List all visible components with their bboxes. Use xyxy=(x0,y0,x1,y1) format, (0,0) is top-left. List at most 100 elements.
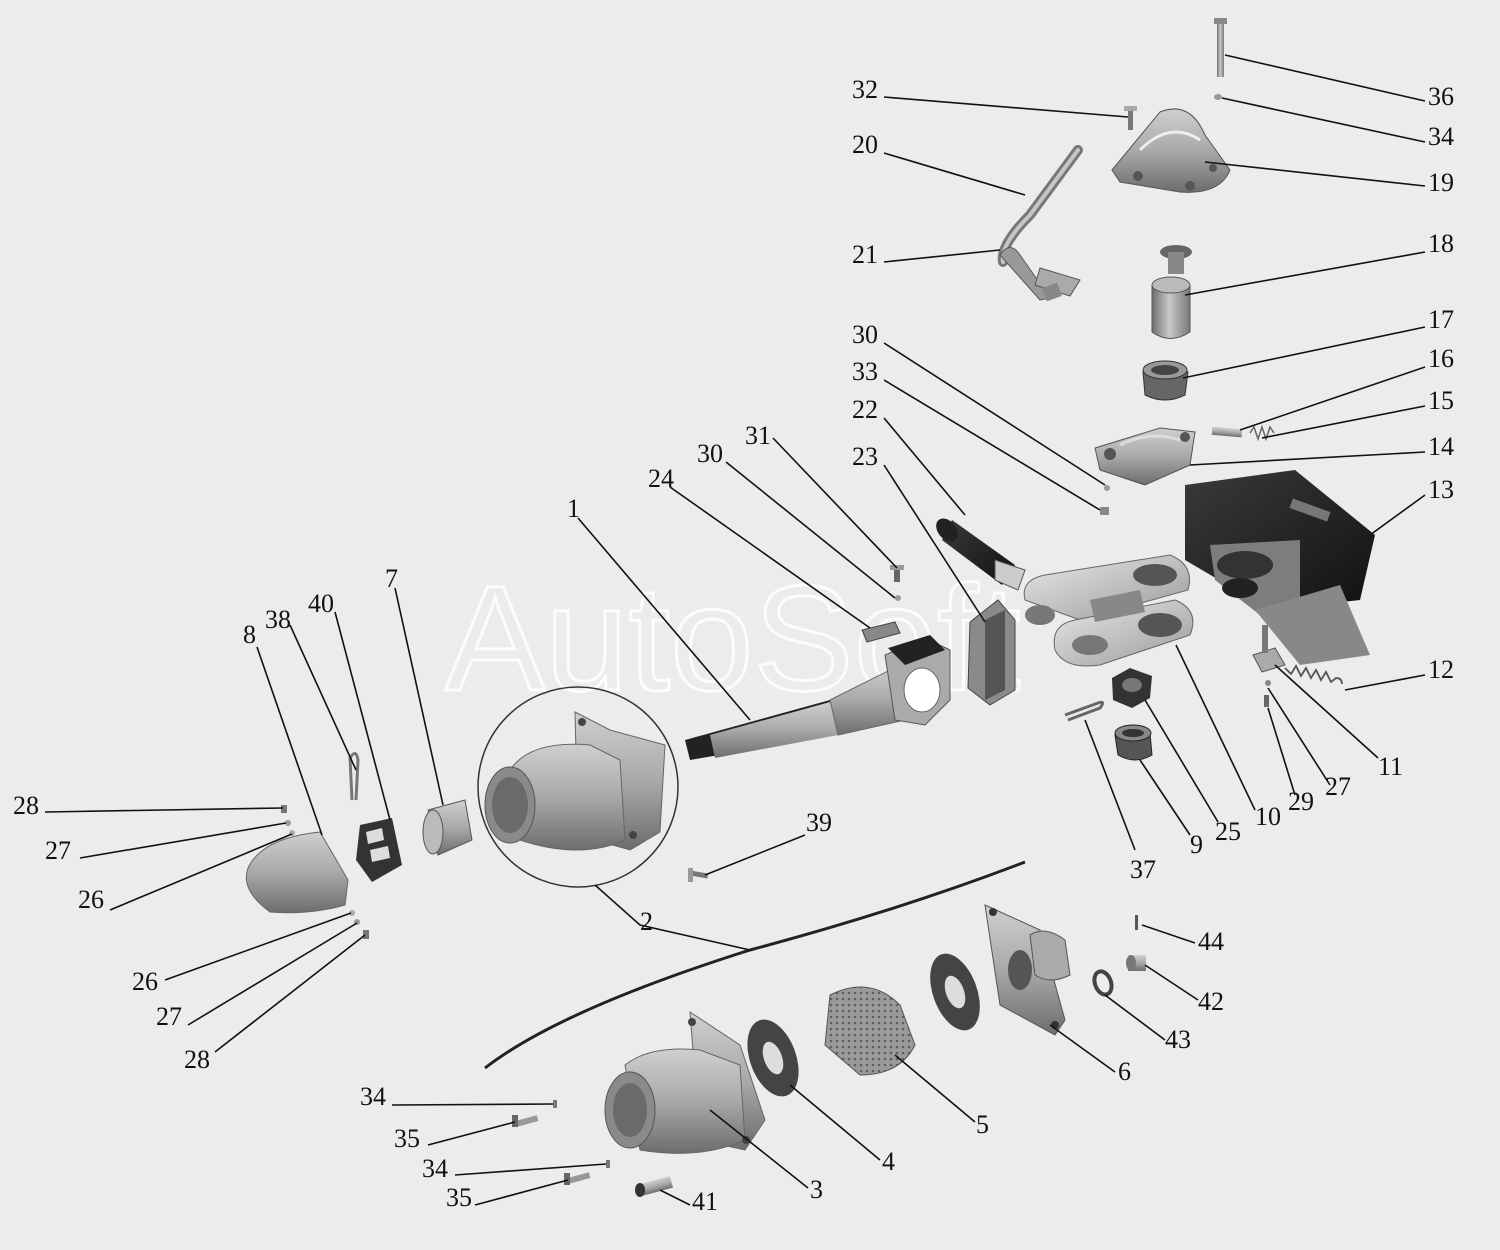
callout-5: 5 xyxy=(976,1110,989,1139)
part-41-pin xyxy=(635,1176,674,1197)
callout-22: 22 xyxy=(852,395,878,424)
callout-27-upper: 27 xyxy=(45,836,71,865)
part-19-cover xyxy=(1111,108,1231,193)
callout-23: 23 xyxy=(852,442,878,471)
callout-3: 3 xyxy=(810,1175,823,1204)
callout-17: 17 xyxy=(1428,305,1454,334)
callout-24: 24 xyxy=(648,464,674,493)
part-35-bolt-a xyxy=(512,1115,539,1127)
callout-12: 12 xyxy=(1428,655,1454,684)
part-32-screw xyxy=(1124,106,1137,130)
callout-27-lower: 27 xyxy=(156,1002,182,1031)
callout-19: 19 xyxy=(1428,168,1454,197)
callout-10: 10 xyxy=(1255,802,1281,831)
callout-26-lower: 26 xyxy=(132,967,158,996)
callout-14: 14 xyxy=(1428,432,1454,461)
part-13-housing xyxy=(1185,470,1375,665)
part-24-plate xyxy=(861,621,901,643)
callout-27-right: 27 xyxy=(1325,772,1351,801)
callout-34-top: 34 xyxy=(1428,122,1454,151)
part-7-bushing xyxy=(422,799,473,856)
callout-20: 20 xyxy=(852,130,878,159)
part-1-shaft xyxy=(685,635,951,760)
callout-41: 41 xyxy=(692,1187,718,1216)
part-18-plunger xyxy=(1151,245,1192,339)
part-22-actuator xyxy=(936,518,1026,591)
part-27-washer-upper xyxy=(285,820,291,826)
part-42-bushing xyxy=(1126,955,1146,971)
callout-26-upper: 26 xyxy=(78,885,104,914)
callout-15: 15 xyxy=(1428,386,1454,415)
callout-28-lower: 28 xyxy=(184,1045,210,1074)
callout-35-a: 35 xyxy=(394,1124,420,1153)
part-2-housing-detail xyxy=(477,686,679,888)
part-4-washer xyxy=(747,1019,799,1097)
callout-35-b: 35 xyxy=(446,1183,472,1212)
part-10-fork xyxy=(1023,554,1194,667)
callout-36: 36 xyxy=(1428,82,1454,111)
leader-lines xyxy=(44,54,1426,1206)
callout-1: 1 xyxy=(567,494,580,523)
callout-43: 43 xyxy=(1165,1025,1191,1054)
callout-40: 40 xyxy=(308,589,334,618)
part-16-pin xyxy=(1211,426,1243,438)
part-35-bolt-b xyxy=(564,1172,591,1185)
part-4-washer-upper xyxy=(930,953,980,1031)
part-5-filter xyxy=(824,986,916,1076)
callout-42: 42 xyxy=(1198,987,1224,1016)
callout-21: 21 xyxy=(852,240,878,269)
callout-38: 38 xyxy=(265,605,291,634)
part-40-castle-nut xyxy=(356,818,402,882)
part-28-screw-upper xyxy=(281,805,287,813)
part-8-cap xyxy=(245,831,349,914)
part-33-nut xyxy=(1100,507,1109,515)
part-26-washer-lower xyxy=(349,910,355,916)
callout-39: 39 xyxy=(806,808,832,837)
callout-31: 31 xyxy=(745,421,771,450)
part-17-bushing xyxy=(1142,360,1189,401)
callout-28-upper: 28 xyxy=(13,791,39,820)
callout-37: 37 xyxy=(1130,855,1156,884)
part-34-lower-a xyxy=(553,1100,557,1108)
part-15-spring xyxy=(1249,424,1275,442)
callout-44: 44 xyxy=(1198,927,1224,956)
callout-30-lower: 30 xyxy=(697,439,723,468)
part-36-bolt xyxy=(1214,18,1227,77)
part-29-screw xyxy=(1264,695,1269,707)
part-39-screw xyxy=(688,868,709,882)
callout-4: 4 xyxy=(882,1147,895,1176)
callout-34-lower-a: 34 xyxy=(360,1082,386,1111)
part-44-pin xyxy=(1135,915,1138,930)
part-34-washer-top xyxy=(1214,94,1222,100)
callout-8: 8 xyxy=(243,620,256,649)
callout-7: 7 xyxy=(385,564,398,593)
part-14-plate xyxy=(1094,427,1196,486)
callout-33: 33 xyxy=(852,357,878,386)
part-34-lower-b xyxy=(606,1160,610,1168)
callout-9: 9 xyxy=(1190,830,1203,859)
callout-2: 2 xyxy=(640,907,653,936)
part-3-housing xyxy=(604,1011,766,1154)
part-25-castle-nut xyxy=(1112,668,1152,708)
part-9-bushing xyxy=(1114,724,1153,761)
part-28-screw-lower xyxy=(363,930,369,939)
part-23-block xyxy=(967,599,1016,706)
callout-32: 32 xyxy=(852,75,878,104)
parts xyxy=(245,18,1375,1197)
callout-34-lower-b: 34 xyxy=(422,1154,448,1183)
part-27-washer-right xyxy=(1265,680,1271,686)
callout-29: 29 xyxy=(1288,787,1314,816)
callout-25: 25 xyxy=(1215,817,1241,846)
callout-labels: 1 2 3 4 5 6 7 8 9 10 11 12 13 14 15 16 1… xyxy=(13,75,1454,1216)
part-43-ring xyxy=(1092,969,1114,997)
callout-6: 6 xyxy=(1118,1057,1131,1086)
part-30-ball xyxy=(1104,485,1110,491)
callout-18: 18 xyxy=(1428,229,1454,258)
callout-16: 16 xyxy=(1428,344,1454,373)
callout-11: 11 xyxy=(1378,752,1403,781)
callout-30-upper: 30 xyxy=(852,320,878,349)
part-37-cotter-pin xyxy=(1064,700,1105,722)
part-20-21-lever xyxy=(997,145,1083,302)
part-30-ball-lower xyxy=(895,595,901,601)
